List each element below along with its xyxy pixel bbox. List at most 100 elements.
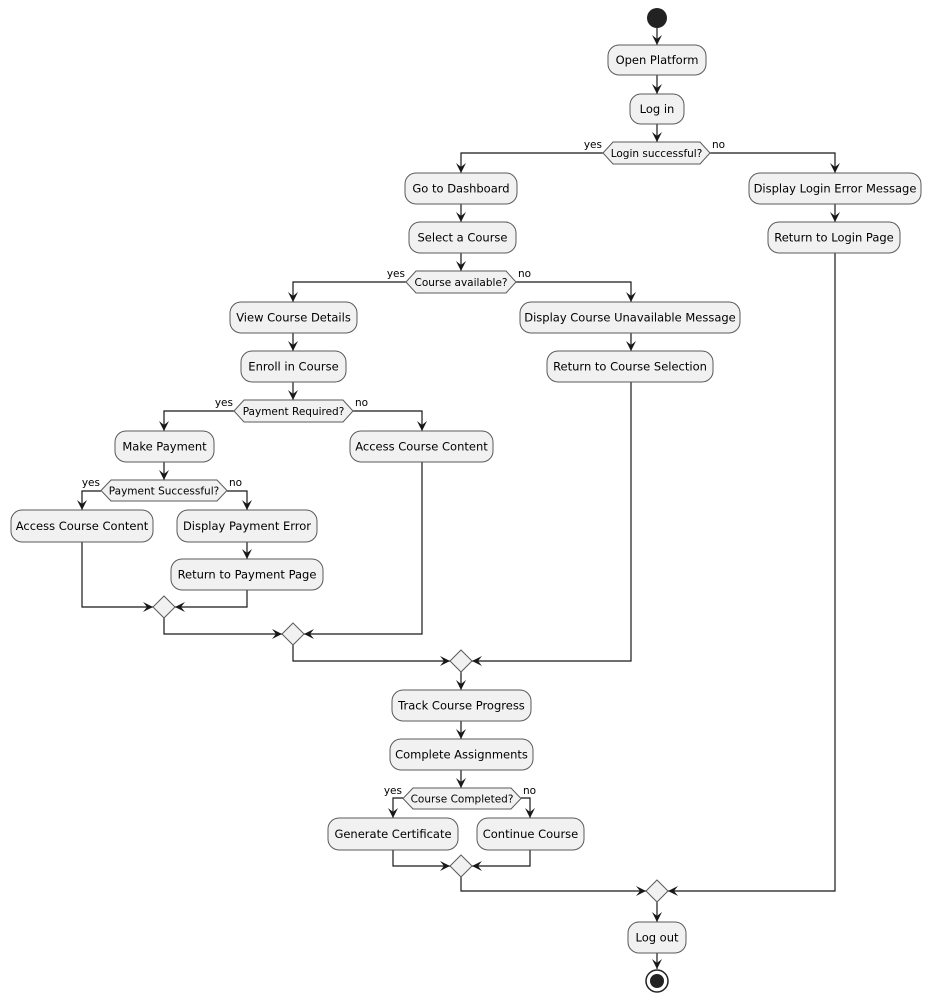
action-return-payment: Return to Payment Page (170, 558, 324, 591)
action-complete-assignments: Complete Assignments (389, 738, 534, 771)
branch-no-label: no (518, 268, 531, 280)
branch-yes-label: yes (82, 477, 100, 489)
start-node (647, 8, 667, 28)
action-box (240, 350, 347, 383)
action-return-selection: Return to Course Selection (546, 350, 714, 383)
branch-no-label: no (355, 397, 368, 409)
flow-arrow (77, 490, 101, 510)
action-return-login: Return to Login Page (767, 221, 901, 254)
branch-no-label: no (712, 139, 725, 151)
flow-arrow (159, 410, 234, 431)
action-open-platform: Open Platform (607, 44, 707, 76)
action-track-progress: Track Course Progress (391, 689, 532, 722)
action-label: Open Platform (616, 53, 699, 67)
action-label: Display Login Error Message (754, 182, 917, 196)
action-box (391, 689, 532, 722)
merge-diamond (449, 649, 473, 673)
flow-arrow (472, 382, 632, 666)
action-box (519, 301, 741, 334)
action-label: Log in (640, 102, 675, 116)
decision-hexagon (402, 787, 522, 810)
decision-label: Payment Required? (243, 406, 345, 418)
decision-hexagon (405, 270, 517, 294)
flow-arrow (288, 281, 406, 302)
flow-arrow (388, 797, 403, 818)
flow-arrow (81, 542, 153, 612)
action-label: Return to Course Selection (553, 360, 707, 374)
flow-arrow (516, 281, 636, 302)
decision-hexagon (100, 479, 228, 502)
flow-arrow (460, 877, 646, 896)
action-box (408, 221, 517, 254)
decision-label: Course Completed? (411, 794, 514, 806)
action-continue-course: Continue Course (476, 817, 585, 851)
end-node (645, 969, 669, 993)
decision-label: Login successful? (611, 148, 703, 160)
flow-arrow (175, 590, 248, 612)
flow-arrow (456, 152, 603, 173)
decision-payment-required: Payment Required? yes no (215, 397, 368, 423)
action-access-content-paid: Access Course Content (10, 509, 154, 543)
action-enroll: Enroll in Course (240, 350, 347, 383)
action-course-unavailable: Display Course Unavailable Message (519, 301, 741, 334)
decision-login-successful: Login successful? yes no (584, 139, 725, 165)
action-label: Enroll in Course (248, 360, 338, 374)
action-box (627, 921, 687, 954)
branch-yes-label: yes (584, 139, 602, 151)
action-label: Generate Certificate (334, 827, 451, 841)
action-label: Return to Login Page (774, 231, 894, 245)
action-label: Return to Payment Page (178, 568, 317, 582)
action-login-error: Display Login Error Message (748, 172, 922, 205)
action-label: Continue Course (483, 827, 579, 841)
merge-diamond (281, 622, 305, 646)
action-label: Select a Course (418, 231, 508, 245)
merge-diamond (152, 595, 176, 619)
merge-diamond (645, 879, 669, 903)
decision-payment-successful: Payment Successful? yes no (82, 477, 242, 502)
action-label: Complete Assignments (395, 748, 528, 762)
branch-yes-label: yes (384, 785, 402, 797)
action-box (607, 44, 707, 76)
action-payment-error: Display Payment Error (176, 509, 318, 543)
action-box (767, 221, 901, 254)
action-box (629, 93, 685, 125)
action-label: Go to Dashboard (412, 182, 509, 196)
action-label: Display Course Unavailable Message (524, 311, 736, 325)
action-box (476, 817, 585, 851)
action-view-details: View Course Details (229, 301, 358, 334)
action-generate-certificate: Generate Certificate (327, 817, 459, 851)
branch-no-label: no (229, 477, 242, 489)
flow-arrow (353, 410, 427, 431)
decision-label: Payment Successful? (109, 486, 219, 498)
action-box (170, 558, 324, 591)
action-label: Access Course Content (355, 440, 488, 454)
flow-arrow (392, 850, 450, 871)
decision-hexagon (602, 141, 711, 165)
action-access-content-free: Access Course Content (349, 430, 494, 463)
flow-arrow (227, 490, 252, 510)
action-box (327, 817, 459, 851)
action-select-course: Select a Course (408, 221, 517, 254)
decision-hexagon (233, 399, 354, 423)
branch-yes-label: yes (215, 397, 233, 409)
action-label: Access Course Content (16, 519, 149, 533)
action-log-out: Log out (627, 921, 687, 954)
action-label: Track Course Progress (397, 699, 525, 713)
action-box (176, 509, 318, 543)
flow-arrow (521, 797, 535, 818)
action-log-in: Log in (629, 93, 685, 125)
action-box (114, 430, 215, 463)
action-label: View Course Details (236, 311, 351, 325)
action-label: Make Payment (122, 440, 207, 454)
action-go-dashboard: Go to Dashboard (404, 172, 518, 205)
decision-label: Course available? (415, 277, 508, 289)
action-label: Log out (635, 931, 679, 945)
flow-arrow (710, 152, 840, 173)
action-box (748, 172, 922, 205)
action-box (229, 301, 358, 334)
action-make-payment: Make Payment (114, 430, 215, 463)
action-box (10, 509, 154, 543)
